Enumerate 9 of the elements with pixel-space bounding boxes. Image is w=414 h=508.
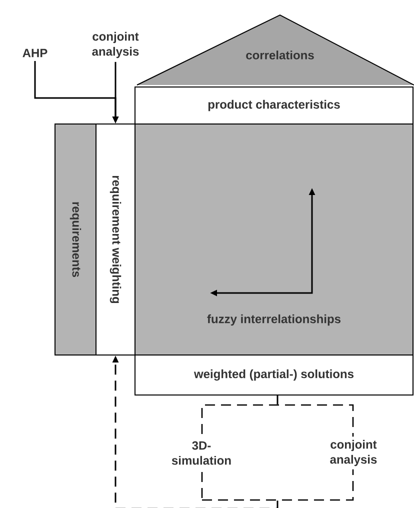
column-box: requirement weighting	[96, 124, 136, 356]
matrix-box: fuzzy interrelationships	[134, 124, 414, 356]
method-label: conjoint analysis	[319, 436, 388, 470]
header-box: product characteristics	[134, 86, 414, 124]
column-box: requirements	[54, 124, 96, 356]
solutions-box: weighted (partial-) solutions	[134, 354, 414, 396]
method-label: conjoint analysis	[92, 32, 139, 58]
method-label: 3D- simulation	[167, 438, 236, 468]
method-label: AHP	[22, 48, 48, 58]
